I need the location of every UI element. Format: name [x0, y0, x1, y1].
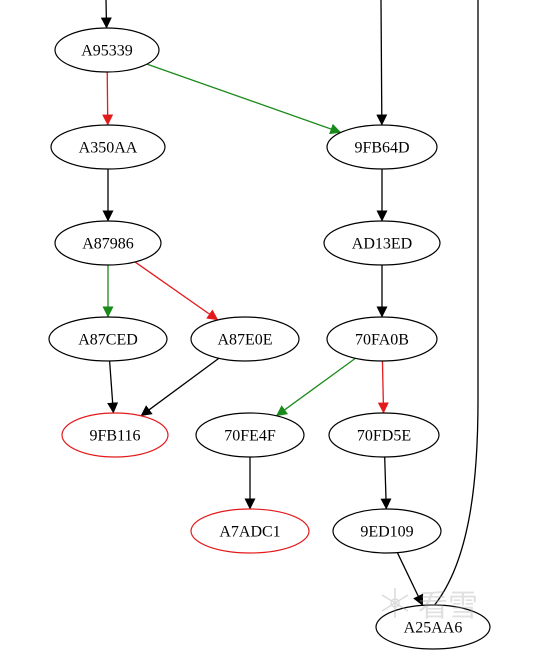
graph-node-a350aa: A350AA [50, 124, 166, 170]
node-label: A95339 [81, 43, 133, 60]
edge-entry-to-9FB64D [376, 0, 388, 126]
node-ellipse [50, 124, 166, 170]
watermark-text: 看雪 [418, 589, 478, 624]
node-ellipse [54, 220, 162, 266]
node-label: A7ADC1 [219, 524, 280, 541]
edge-A95339-to-A350AA [102, 71, 114, 126]
node-label: 9FB64D [354, 140, 409, 157]
node-label: A87CED [78, 332, 138, 349]
node-label: A87986 [82, 236, 134, 253]
graph-node-a95339: A95339 [54, 27, 160, 73]
node-label: 70FA0B [355, 332, 409, 349]
node-ellipse [48, 316, 168, 362]
graph-node-ad13ed: AD13ED [323, 220, 441, 266]
edge-A87CED-to-9FB116 [107, 360, 119, 414]
node-ellipse [375, 604, 491, 650]
node-ellipse [326, 316, 438, 362]
graph-node-70fd5e: 70FD5E [328, 412, 440, 458]
edge-A95339-to-9FB64D [146, 63, 342, 135]
graph-node-a7adc1: A7ADC1 [190, 508, 310, 554]
node-label: 70FD5E [357, 428, 411, 445]
node-ellipse [195, 412, 305, 458]
node-ellipse [54, 27, 160, 73]
graph-node-70fe4f: 70FE4F [195, 412, 305, 458]
edge-A87986-to-A87E0E [134, 261, 219, 321]
node-ellipse [328, 412, 440, 458]
node-ellipse [332, 508, 442, 554]
edge-entry-to-A95339 [100, 0, 112, 29]
graph-node-70fa0b: 70FA0B [326, 316, 438, 362]
node-label: A87E0E [217, 332, 272, 349]
edges [100, 0, 479, 606]
node-label: 9FB116 [90, 428, 141, 445]
node-label: A350AA [79, 140, 138, 157]
edge-70FA0B-to-70FD5E [377, 360, 389, 414]
edge-A87E0E-to-9FB116 [140, 357, 220, 417]
snowflake-icon [381, 588, 409, 618]
graph-node-a87e0e: A87E0E [190, 316, 300, 362]
graph-node-a87986: A87986 [54, 220, 162, 266]
graph-node-9fb116: 9FB116 [61, 412, 169, 458]
graph-node-a87ced: A87CED [48, 316, 168, 362]
edge-9ED109-to-A25AA6 [396, 552, 424, 606]
node-ellipse [190, 508, 310, 554]
node-ellipse [61, 412, 169, 458]
edge-70FD5E-to-9ED109 [380, 456, 392, 510]
edge-70FA0B-to-70FE4F [275, 357, 356, 417]
node-label: 9ED109 [360, 524, 413, 541]
node-label: 70FE4F [224, 428, 276, 445]
node-ellipse [323, 220, 441, 266]
node-ellipse [190, 316, 300, 362]
graph-node-a25aa6: A25AA6 [375, 604, 491, 650]
node-label: A25AA6 [404, 620, 463, 637]
watermark: 看雪 [381, 588, 478, 624]
node-ellipse [326, 124, 438, 170]
graph-node-9fb64d: 9FB64D [326, 124, 438, 170]
edge-A25AA6-to-exit [434, 0, 479, 606]
node-label: AD13ED [352, 236, 412, 253]
graph-node-9ed109: 9ED109 [332, 508, 442, 554]
